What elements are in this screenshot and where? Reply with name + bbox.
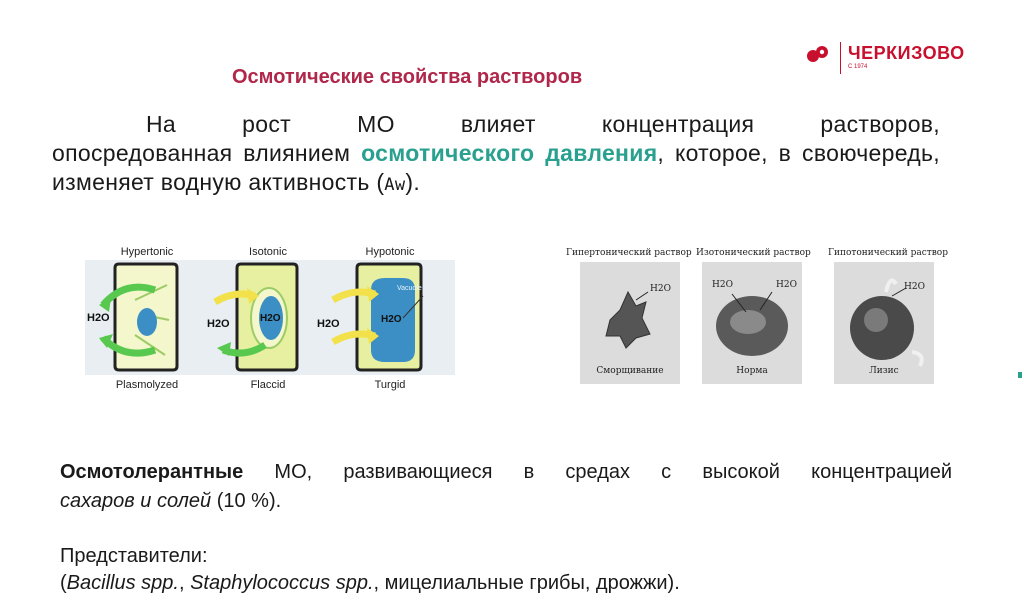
intro-line-1: На рост МО влияет концентрация растворов… [146, 111, 940, 137]
plant-footer-flaccid: Flaccid [250, 379, 286, 391]
osmotolerant-rest-2: (10 %). [211, 490, 282, 512]
reps-rest: , мицелиальные грибы, дрожжи). [373, 572, 680, 594]
osmotic-pressure-highlight: осмотического давления [361, 140, 658, 166]
osmotolerant-italic: сахаров и солей [60, 490, 212, 512]
aw-symbol: Aw [384, 175, 406, 195]
plant-cells-illustration [99, 262, 424, 372]
rbc-header-isotonic: Изотонический раствор [696, 248, 811, 258]
rbc-water-label-1: H2O [650, 284, 671, 294]
osmotolerant-rest-1: МО, развивающиеся в средах с высокой кон… [243, 461, 952, 483]
reps-open: ( [60, 572, 67, 594]
rbc-box-hypertonic: H2O Сморщивание [580, 262, 680, 384]
plant-header-hypotonic: Hypotonic [365, 246, 415, 258]
plant-water-label-5: H2O [381, 314, 402, 325]
vacuole-label: Vacuole [397, 285, 422, 292]
representatives-list: (Bacillus spp., Staphylococcus spp., миц… [60, 572, 680, 595]
intro-part-3: , которое, в своючередь, изменяет водную… [52, 140, 940, 195]
plant-footer-plasmolyzed: Plasmolyzed [115, 379, 179, 391]
osmotolerant-term: Осмотолерантные [60, 461, 244, 483]
representatives-label: Представители: [60, 545, 208, 567]
slide-title: Осмотические свойства растворов [232, 66, 583, 88]
rbc-water-label-3: H2O [776, 280, 797, 290]
plant-footer-turgid: Turgid [374, 379, 406, 391]
rbc-state-lysis: Лизис [869, 366, 899, 376]
reps-comma: , [178, 572, 191, 594]
intro-end: ). [405, 169, 421, 195]
logo-mark-icon [807, 46, 828, 62]
rbc-state-shrinking: Сморщивание [596, 366, 664, 376]
plant-water-label-4: H2O [317, 318, 340, 330]
plant-water-label-3: H2O [260, 313, 281, 324]
rbc-header-hypertonic: Гипертонический раствор [566, 248, 692, 258]
intro-part-2: опосредованная влиянием [52, 140, 362, 166]
rbc-header-hypotonic: Гипотонический раствор [828, 248, 948, 258]
osmotolerant-paragraph: Осмотолерантные МО, развивающиеся в сред… [60, 458, 952, 516]
logo-separator [840, 42, 841, 74]
plant-header-isotonic: Isotonic [249, 246, 287, 258]
rbc-water-label-4: H2O [904, 282, 925, 292]
plant-cell-figure: Hypertonic Isotonic Hypotonic [85, 244, 455, 394]
rbc-box-isotonic: H2O H2O Норма [702, 262, 802, 384]
brand-name: ЧЕРКИЗОВО [848, 43, 965, 63]
company-logo: ЧЕРКИЗОВО С 1974 [806, 40, 986, 76]
shrunken-cell-illustration [605, 290, 651, 349]
rbc-figure: Гипертонический раствор Изотонический ра… [562, 244, 952, 394]
edge-marker [1018, 372, 1022, 378]
osmotolerant-line-1: Осмотолерантные МО, развивающиеся в сред… [60, 458, 952, 487]
rbc-state-normal: Норма [736, 366, 768, 376]
brand-since: С 1974 [848, 64, 868, 70]
reps-staph: Staphylococcus spp. [190, 572, 374, 594]
plant-water-label-1: H2O [87, 312, 110, 324]
rbc-box-hypotonic: H2O Лизис [834, 262, 934, 384]
rbc-water-label-2: H2O [712, 280, 733, 290]
plant-header-hypertonic: Hypertonic [120, 246, 174, 258]
lysed-cell-illustration [850, 278, 924, 367]
plant-water-label-2: H2O [207, 318, 230, 330]
normal-cell-illustration [716, 291, 788, 356]
reps-bacillus: Bacillus spp. [66, 572, 179, 594]
plant-cell-panel: H2O H2O H2O H2O H2O Vacuole [85, 260, 455, 375]
intro-paragraph: На рост МО влияет концентрация растворов… [52, 110, 940, 200]
